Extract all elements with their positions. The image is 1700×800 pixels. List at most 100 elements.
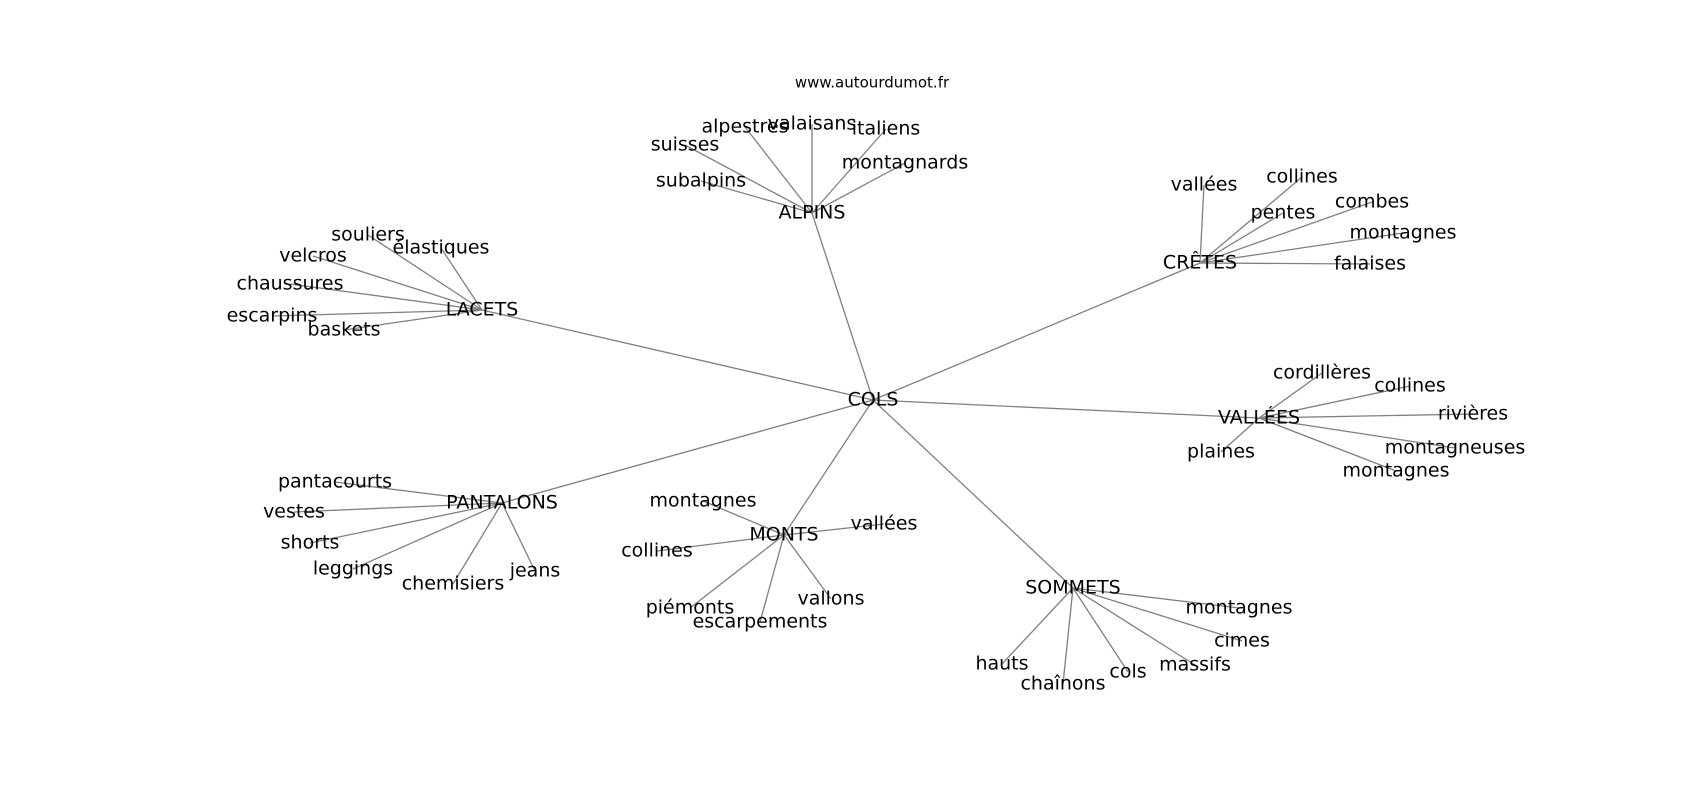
edge-hub-to-word (811, 128, 887, 214)
word-node: élastiques (393, 237, 490, 259)
word-node: suisses (651, 134, 720, 156)
edge-hub-to-word (1072, 587, 1243, 642)
edge-center-to-hub (811, 212, 874, 401)
edge-hub-to-word (1258, 417, 1456, 449)
edge-hub-to-word (309, 502, 503, 544)
word-node: vallées (1171, 174, 1238, 196)
word-node: hauts (975, 653, 1028, 675)
watermark: www.autourdumot.fr (795, 74, 950, 92)
hub-node: SOMMETS (1025, 577, 1120, 599)
word-node: chemisiers (402, 573, 505, 595)
word-node: cols (1109, 661, 1146, 683)
word-node: baskets (308, 319, 381, 341)
edge-hub-to-word (689, 534, 785, 609)
edge-hub-to-word (1072, 587, 1240, 609)
hub-node: LACETS (446, 299, 519, 321)
hub-node: VALLÉES (1218, 406, 1300, 429)
edge-hub-to-word (702, 500, 785, 536)
word-node: falaises (1334, 253, 1406, 275)
edge-hub-to-word (452, 502, 503, 585)
word-node: montagneuses (1385, 437, 1526, 459)
edge-hub-to-word (1199, 176, 1303, 264)
graph-edges (271, 124, 1474, 685)
edge-hub-to-word (1062, 587, 1074, 685)
word-node: valaisans (768, 113, 857, 135)
edge-hub-to-word (271, 309, 483, 317)
edge-hub-to-word (811, 162, 906, 214)
word-node: souliers (331, 224, 405, 246)
word-node: chaînons (1020, 673, 1105, 695)
edge-hub-to-word (312, 255, 483, 311)
hub-node: MONTS (749, 524, 818, 546)
edge-hub-to-word (1258, 385, 1411, 419)
word-node: rivières (1438, 403, 1508, 425)
edge-center-to-hub (872, 399, 1260, 419)
hub-node: PANTALONS (446, 492, 558, 514)
edge-hub-to-word (1258, 413, 1474, 419)
edge-center-to-hub (481, 309, 874, 401)
word-node: vestes (263, 501, 325, 523)
edge-hub-to-word (501, 502, 536, 572)
word-node: montagnes (650, 490, 757, 512)
word-node: velcros (279, 245, 347, 267)
hub-node: CRÊTES (1163, 251, 1237, 274)
edge-center-to-hub (872, 262, 1201, 401)
edge-hub-to-word (759, 534, 785, 623)
word-node: montagnes (1350, 222, 1457, 244)
edge-center-to-hub (872, 399, 1074, 589)
word-node: shorts (281, 532, 340, 554)
edge-hub-to-word (289, 283, 483, 311)
edge-hub-to-word (440, 247, 483, 311)
edge-hub-to-word (1258, 372, 1323, 419)
edge-hub-to-word (343, 309, 483, 331)
word-node: massifs (1159, 654, 1231, 676)
edge-hub-to-word (352, 502, 503, 570)
edge-hub-to-word (1001, 587, 1074, 665)
edge-hub-to-word (1220, 417, 1260, 453)
word-node: vallons (797, 588, 864, 610)
word-node: pantacourts (278, 471, 392, 493)
word-node: combes (1335, 191, 1409, 213)
edge-hub-to-word (1199, 212, 1284, 264)
word-node: chaussures (237, 273, 344, 295)
edge-center-to-hub (783, 399, 874, 536)
word-node: alpestres (701, 116, 788, 138)
edge-hub-to-word (1072, 587, 1196, 666)
edge-hub-to-word (700, 180, 813, 214)
edge-hub-to-word (1258, 417, 1397, 472)
edge-hub-to-word (1199, 262, 1371, 265)
word-node: escarpements (693, 611, 828, 633)
word-node: jeans (509, 560, 561, 582)
edge-hub-to-word (783, 534, 832, 600)
word-node: montagnes (1186, 597, 1293, 619)
edge-hub-to-word (684, 144, 813, 214)
edge-hub-to-word (744, 126, 813, 214)
word-node: cimes (1214, 630, 1270, 652)
edge-center-to-hub (501, 399, 874, 504)
word-node: vallées (851, 513, 918, 535)
word-node: plaines (1187, 441, 1255, 463)
word-node: escarpins (227, 305, 318, 327)
word-node: collines (621, 540, 693, 562)
edge-hub-to-word (1199, 201, 1373, 264)
word-node: piémonts (646, 597, 735, 619)
word-node: montagnes (1343, 460, 1450, 482)
edge-hub-to-word (656, 534, 785, 552)
edge-hub-to-word (367, 234, 483, 311)
edge-hub-to-word (783, 523, 885, 536)
edge-hub-to-word (1199, 232, 1404, 264)
edge-hub-to-word (1199, 184, 1205, 264)
word-node: italiens (852, 118, 921, 140)
word-node: subalpins (656, 170, 746, 192)
word-node: collines (1266, 166, 1338, 188)
word-node: pentes (1251, 202, 1316, 224)
word-node: collines (1374, 375, 1446, 397)
edge-hub-to-word (293, 502, 503, 513)
edge-hub-to-word (1072, 587, 1129, 673)
word-node: montagnards (842, 152, 968, 174)
word-node: leggings (313, 558, 393, 580)
word-node: cordillères (1273, 362, 1371, 384)
edge-hub-to-word (334, 481, 503, 504)
